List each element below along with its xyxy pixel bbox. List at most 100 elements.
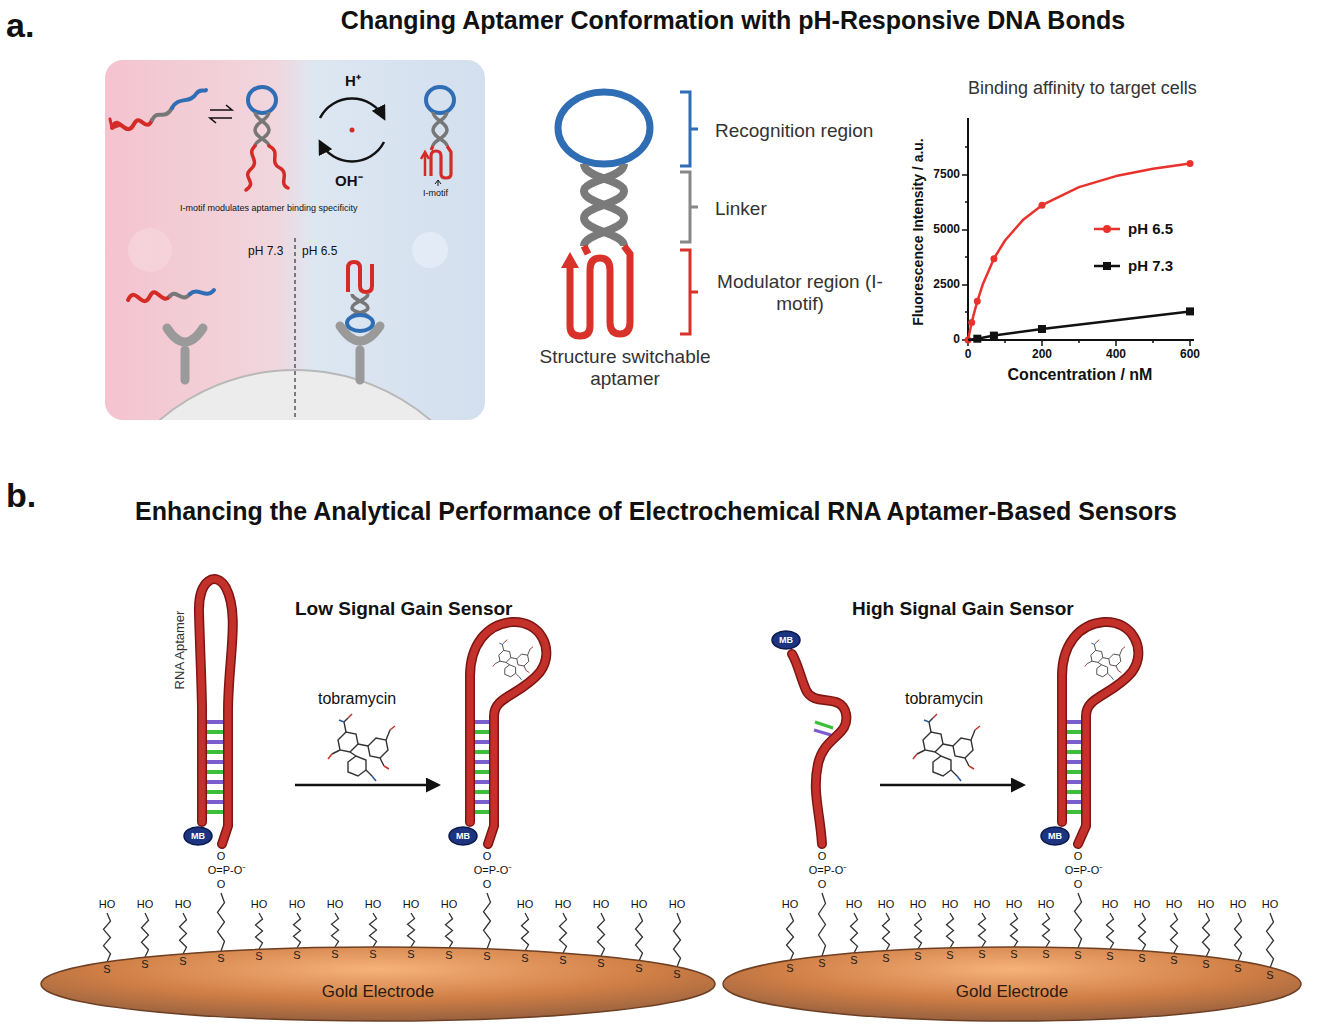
phosphate-atom: O	[818, 878, 827, 891]
alkyl-chain	[947, 913, 954, 948]
sulfur-label: S	[521, 952, 528, 965]
sulfur-label: S	[217, 952, 224, 965]
chart-title: Binding affinity to target cells	[968, 78, 1197, 99]
node-text: H⁺	[345, 72, 361, 89]
hydroxyl-label: HO	[1134, 898, 1151, 911]
hydroxyl-label: HO	[1006, 898, 1023, 911]
alkyl-chain	[636, 913, 643, 961]
sulfur-label: S	[597, 957, 604, 970]
alkyl-chain	[1203, 913, 1210, 957]
sulfur-label: S	[141, 958, 148, 971]
alkyl-chain	[1107, 913, 1114, 949]
alkyl-chain	[1171, 913, 1178, 953]
phosphate-atom: O	[1074, 878, 1083, 891]
axis-title: Concentration / nM	[1008, 366, 1153, 384]
panel-title: Changing Aptamer Conformation with pH-Re…	[341, 6, 1125, 35]
sulfur-label: S	[331, 948, 338, 961]
hydroxyl-label: HO	[175, 898, 192, 911]
hydroxyl-label: HO	[99, 898, 116, 911]
sensor-title: Low Signal Gain Sensor	[295, 598, 512, 620]
tag-oval-shape	[772, 631, 800, 649]
alkyl-chain	[560, 913, 567, 953]
sulfur-label: S	[1042, 948, 1049, 961]
tick-label: 5000	[933, 223, 960, 237]
sulfur-label: S	[1106, 950, 1113, 963]
hydroxyl-label: HO	[846, 898, 863, 911]
hydroxyl-label: HO	[942, 898, 959, 911]
panel-title: Enhancing the Analytical Performance of …	[135, 497, 1177, 526]
alkyl-chain	[1043, 913, 1050, 947]
hydroxyl-label: HO	[593, 898, 610, 911]
phosphate-atom: O	[483, 850, 492, 863]
alkyl-chain	[598, 913, 605, 956]
strand-label: RNA Aptamer	[173, 611, 188, 690]
sulfur-label: S	[673, 968, 680, 981]
node-text: pH 6.5	[302, 245, 337, 259]
alkyl-chain	[915, 913, 922, 949]
tick-label: 600	[1180, 348, 1200, 362]
region-label: Modulator region (I-motif)	[710, 271, 890, 315]
hydroxyl-label: HO	[251, 898, 268, 911]
alkyl-chain	[294, 913, 301, 948]
alkyl-chain	[787, 913, 794, 961]
tick-label: 0	[953, 333, 960, 347]
sulfur-label: S	[1170, 954, 1177, 967]
sulfur-label: S	[559, 954, 566, 967]
legend-text: pH 6.5	[1128, 220, 1173, 237]
alkyl-chain	[674, 913, 681, 967]
sulfur-label: S	[293, 949, 300, 962]
region-label: Recognition region	[715, 120, 873, 142]
sulfur-label: S	[407, 948, 414, 961]
hydroxyl-label: HO	[974, 898, 991, 911]
alkyl-chain	[142, 913, 149, 957]
alkyl-chain	[979, 913, 986, 947]
alkyl-chain	[370, 913, 377, 947]
sulfur-label: S	[1202, 958, 1209, 971]
region-label: Linker	[715, 198, 767, 220]
hydroxyl-label: HO	[1262, 898, 1279, 911]
sulfur-label: S	[255, 950, 262, 963]
alkyl-chain	[819, 893, 826, 956]
alkyl-chain	[484, 893, 491, 949]
methylene-blue-tag: MB	[771, 630, 801, 650]
tag-oval-shape	[449, 827, 477, 845]
sensor-title: High Signal Gain Sensor	[852, 598, 1074, 620]
methylene-blue-tag: MB	[448, 826, 478, 846]
electrode-shape	[723, 947, 1301, 1021]
tag-oval-shape	[1041, 827, 1069, 845]
alkyl-chain	[332, 913, 339, 947]
analyte-label: tobramycin	[905, 690, 983, 708]
sulfur-label: S	[369, 948, 376, 961]
hydroxyl-label: HO	[365, 898, 382, 911]
phosphate-atom: O	[483, 878, 492, 891]
sulfur-label: S	[1010, 948, 1017, 961]
hydroxyl-label: HO	[137, 898, 154, 911]
sulfur-label: S	[882, 952, 889, 965]
node-text: pH 7.3	[248, 245, 283, 259]
alkyl-chain	[851, 913, 858, 953]
alkyl-chain	[1267, 913, 1274, 968]
alkyl-chain	[180, 913, 187, 954]
axis-title: Fluorescence Intensity / a.u.	[910, 138, 926, 326]
sulfur-label: S	[1138, 952, 1145, 965]
hydroxyl-label: HO	[631, 898, 648, 911]
sulfur-label: S	[850, 954, 857, 967]
hydroxyl-label: HO	[1166, 898, 1183, 911]
gold-electrode: Gold Electrode	[40, 946, 716, 1022]
analyte-label: tobramycin	[318, 690, 396, 708]
hydroxyl-label: HO	[782, 898, 799, 911]
sulfur-label: S	[445, 949, 452, 962]
alkyl-chain	[408, 913, 415, 947]
phosphate-atom: O	[818, 850, 827, 863]
methylene-blue-tag: MB	[183, 826, 213, 846]
sulfur-label: S	[786, 962, 793, 975]
node-text: MB	[779, 635, 793, 645]
alkyl-chain	[1011, 913, 1018, 947]
alkyl-chain	[446, 913, 453, 948]
phosphate-atom: O	[217, 850, 226, 863]
tick-label: 400	[1106, 348, 1126, 362]
phosphate-atom: O	[217, 878, 226, 891]
panel-letter: b.	[6, 476, 36, 515]
sulfur-label: S	[179, 955, 186, 968]
